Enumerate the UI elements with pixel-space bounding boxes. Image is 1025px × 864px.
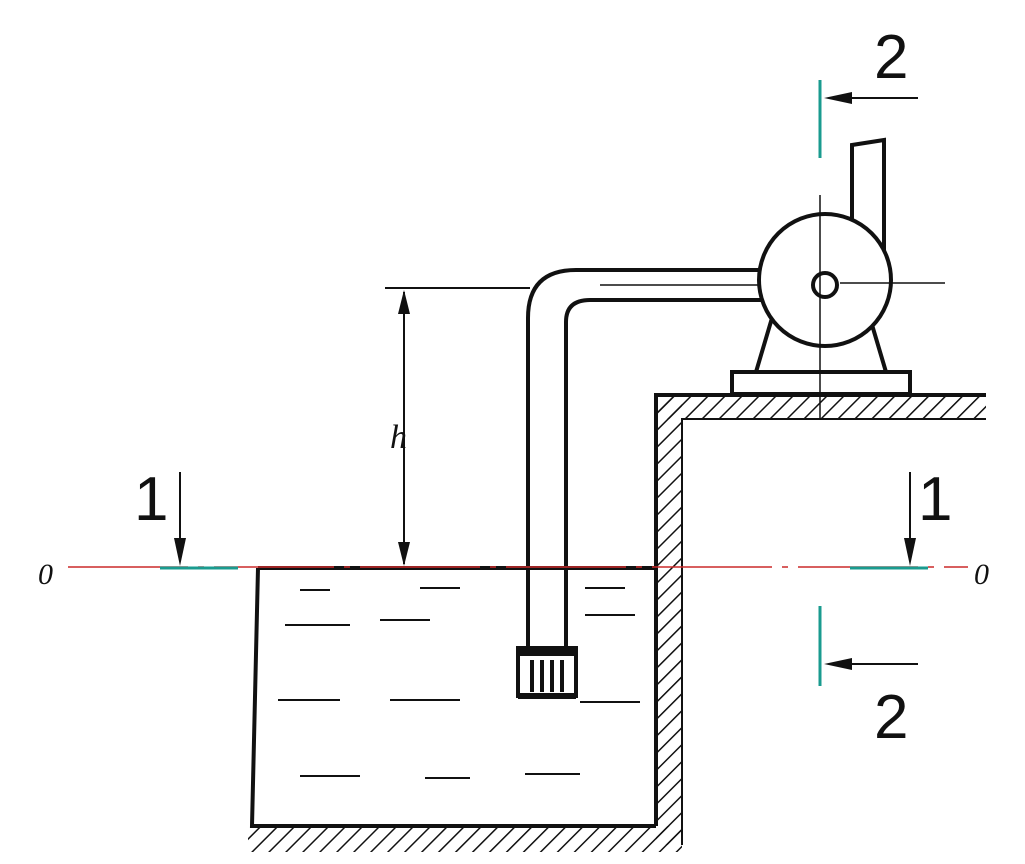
datum-label-left: 0: [38, 558, 53, 591]
pipe-outer-wall: [526, 268, 826, 648]
height-label: h: [390, 419, 407, 456]
bottom-ground-hatch: [248, 826, 682, 852]
ground: [248, 393, 986, 852]
dimension-arrow-top: [398, 290, 410, 314]
section-1-label-left: 1: [134, 465, 168, 534]
section-2-arrowhead-top: [824, 92, 852, 104]
strainer-top: [518, 648, 576, 656]
section-2-label-bottom: 2: [874, 683, 908, 752]
wall-hatch: [656, 395, 682, 845]
section-1-arrowhead-right: [904, 538, 916, 566]
upper-ground-hatch: [656, 395, 986, 419]
height-dimension: h: [385, 287, 530, 566]
section-2-arrowhead-bottom: [824, 658, 852, 670]
water-ripples: [278, 587, 640, 779]
section-2-label-top: 2: [874, 23, 908, 92]
section-2-2: 2 2: [818, 23, 918, 752]
pipe-inner-wall: [564, 298, 826, 648]
section-1-arrowhead-left: [174, 538, 186, 566]
section-1-label-right: 1: [918, 465, 952, 534]
pump: [730, 137, 945, 420]
pump-base: [730, 370, 912, 396]
strainer: [516, 646, 578, 699]
section-1-1: 1 1: [134, 465, 952, 570]
dimension-arrow-bottom: [398, 542, 410, 566]
reservoir: [249, 566, 656, 828]
reservoir-wall: [249, 567, 656, 828]
datum-label-right: 0: [974, 558, 989, 591]
pump-inlet: [811, 271, 839, 299]
wall-inner-edge: [681, 418, 986, 845]
